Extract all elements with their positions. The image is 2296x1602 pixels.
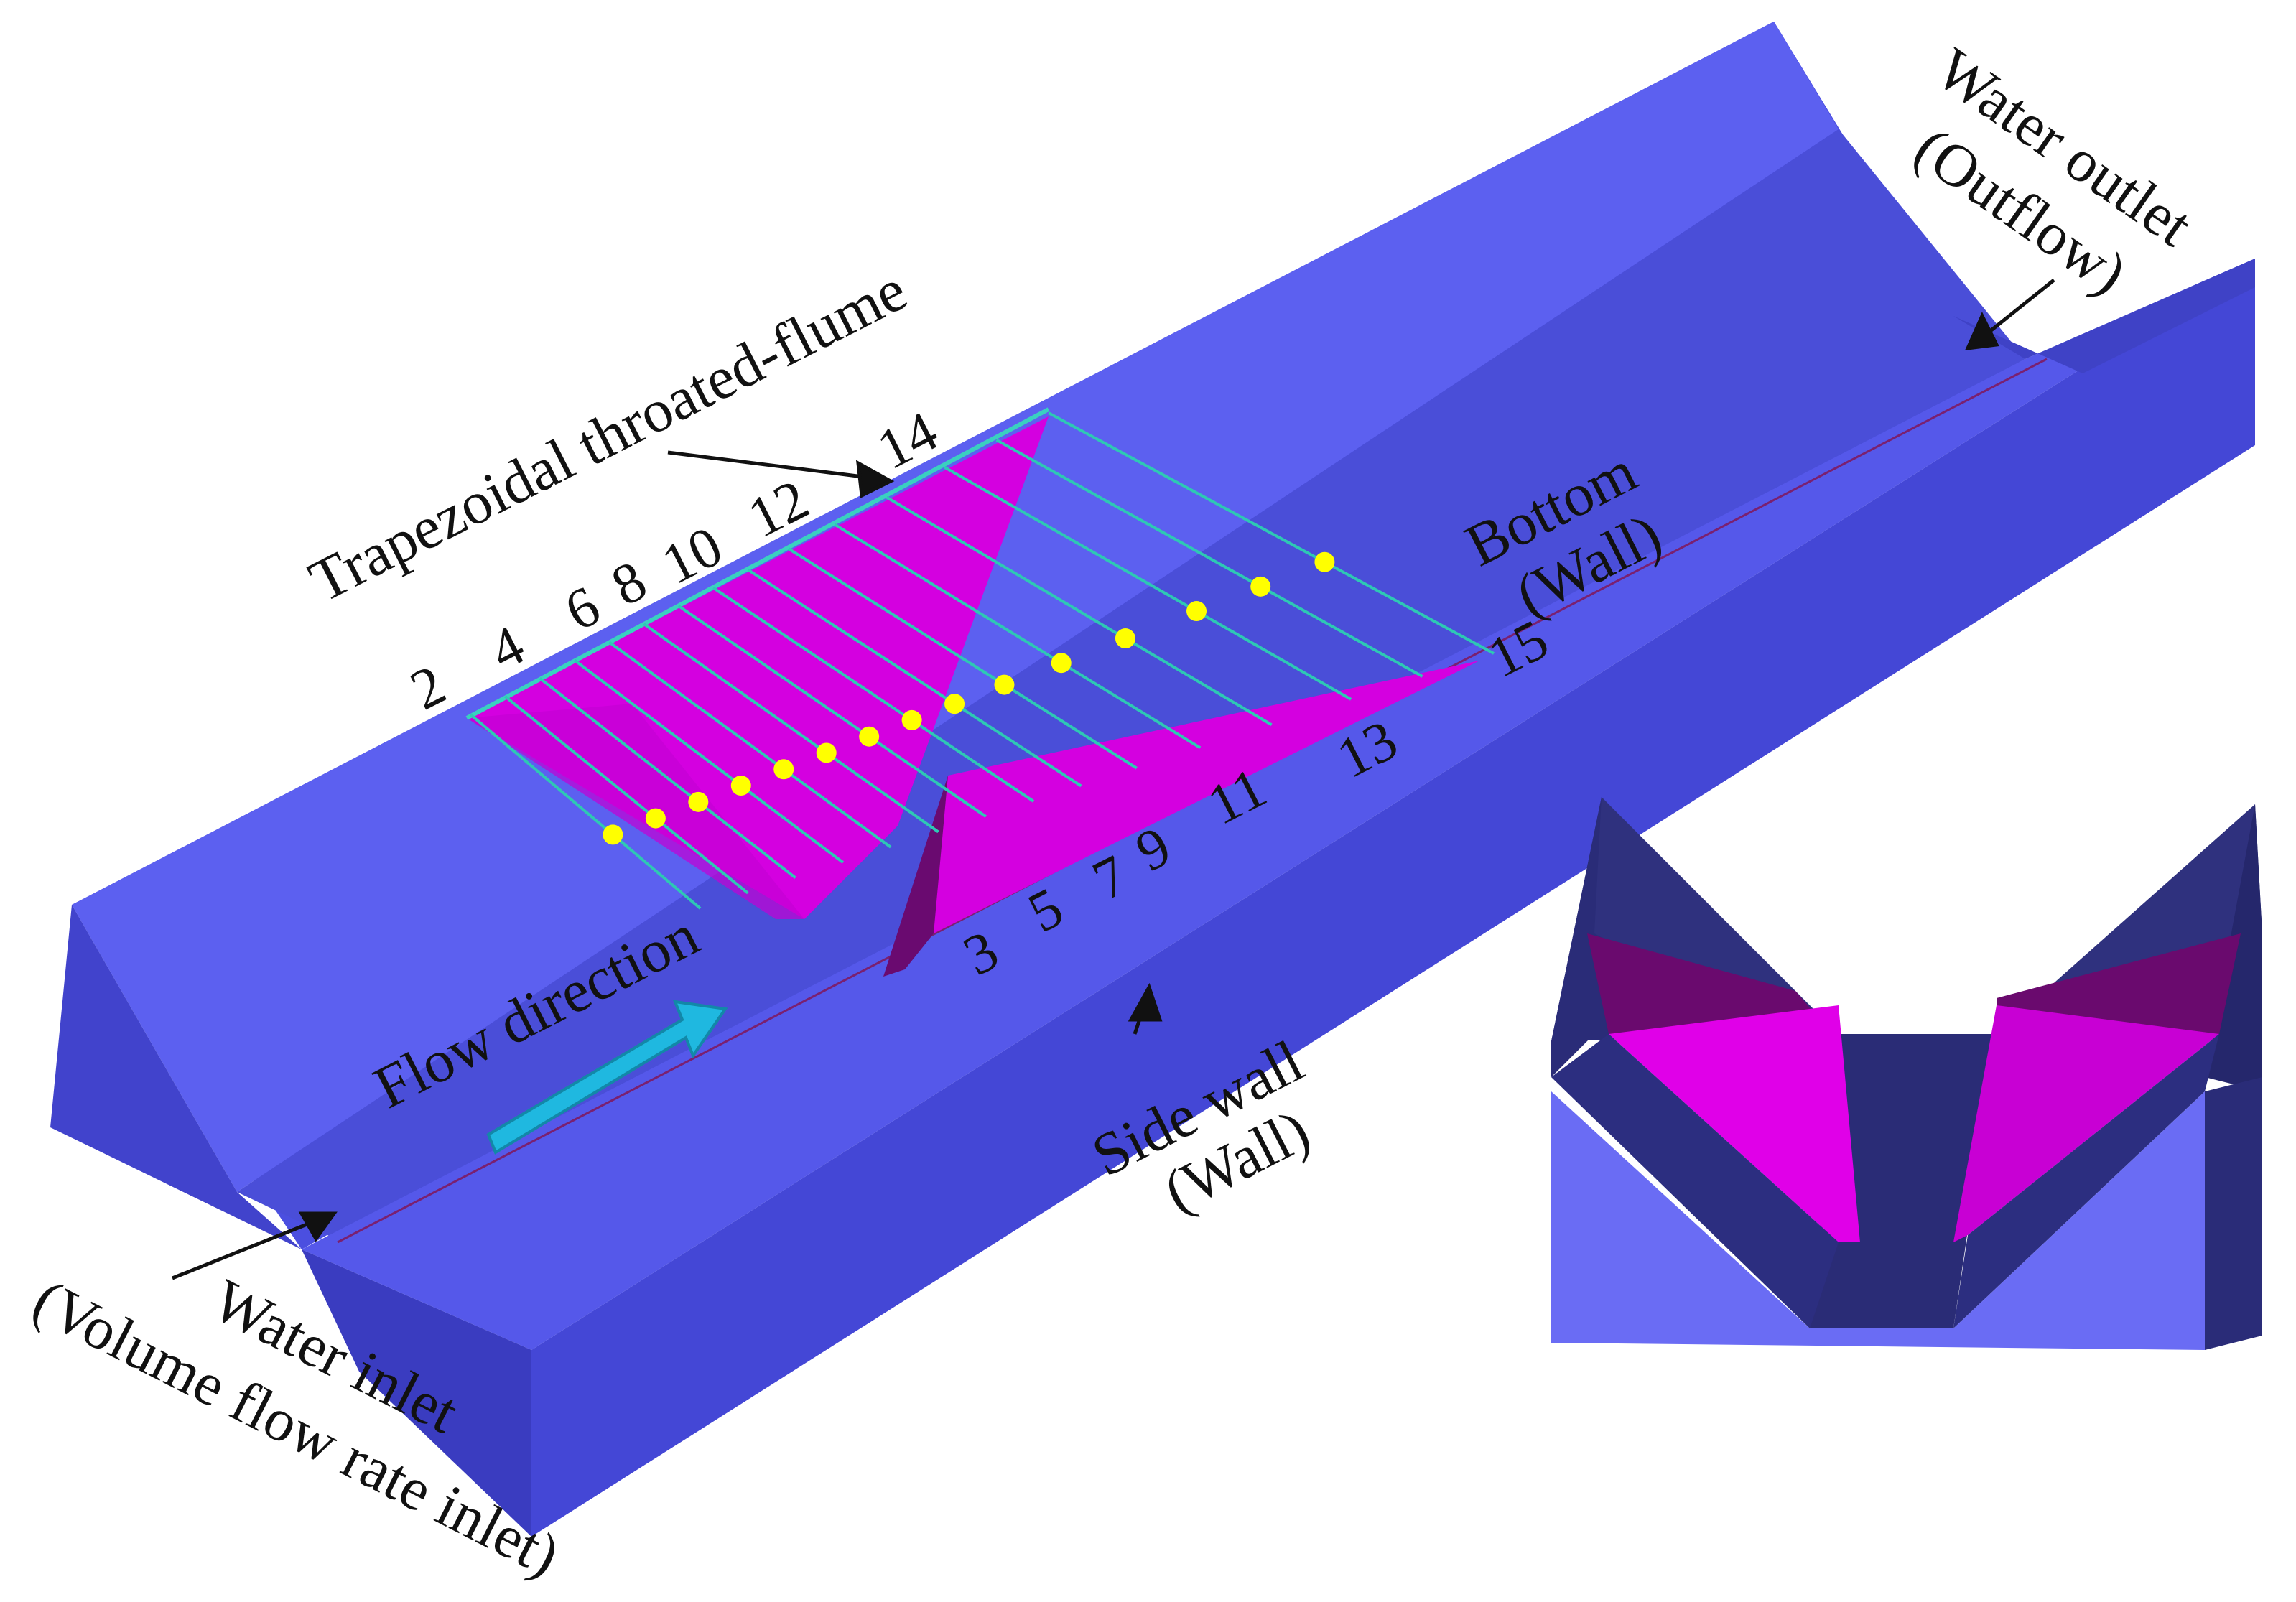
flow-direction-arrow [486,1000,728,1155]
cross-section-left-shoulder [1594,797,1839,1041]
cross-section-left-lower [1551,1034,1839,1328]
measuring-point [773,759,794,780]
section-line [469,713,702,910]
section-line [886,495,1273,727]
measuring-points [603,551,1335,845]
near-wall-outer-face [531,259,2255,1537]
measuring-point [1186,601,1207,622]
cross-section-right-throat [1953,1005,2219,1242]
measuring-point [688,791,709,812]
cross-section-outer-left [1551,1091,1810,1343]
section-line [944,465,1352,701]
cross-section-center-floor [1810,1034,1997,1328]
measuring-point [901,709,922,730]
callout-arrows [172,279,2055,1280]
section-number: 2 [401,653,455,722]
cross-section-base [1551,1328,2205,1350]
measuring-point [1115,628,1135,649]
cross-section-right-lower [1953,1034,2219,1328]
near-wall-inner-face [302,259,2255,1350]
measuring-point [645,808,666,829]
outlet-end [1953,259,2255,373]
section-lines [469,411,1495,910]
cross-section-left-throat [1609,1005,1860,1242]
measuring-point [1314,551,1335,572]
section-line [995,439,1423,678]
throat-top-edge [465,407,1050,720]
near-wall-end-cap [302,1249,531,1537]
measuring-point [816,742,837,763]
measuring-point [730,776,751,796]
measuring-point [603,824,623,845]
throat-right-face [905,661,1479,955]
section-number: 8 [602,549,656,618]
section-line [834,523,1202,750]
section-line [608,641,892,849]
section-line [539,677,796,879]
cross-section-view [1551,797,2262,1350]
measuring-point [1250,576,1271,597]
throat-left-face-light [467,704,804,919]
section-line [1048,411,1495,655]
channel-bottom [237,129,2025,1264]
section-line [573,658,845,864]
cross-section-right-edge [2205,1077,2262,1350]
main-flume [50,22,2255,1537]
section-line [643,623,939,834]
section-line [677,605,987,818]
section-number: 6 [555,574,610,643]
section-line [504,695,749,895]
inlet-end-cap [50,905,302,1249]
cross-section-right-upper-dark [1997,933,2241,1034]
section-line [747,568,1082,788]
measuring-point [1051,653,1072,674]
measuring-point [994,674,1015,695]
section-line [787,547,1138,770]
measuring-point [944,694,965,714]
cross-section-outer-right [1953,1091,2205,1350]
measuring-point [859,726,880,747]
section-number: 4 [480,613,534,683]
section-line [712,586,1035,803]
